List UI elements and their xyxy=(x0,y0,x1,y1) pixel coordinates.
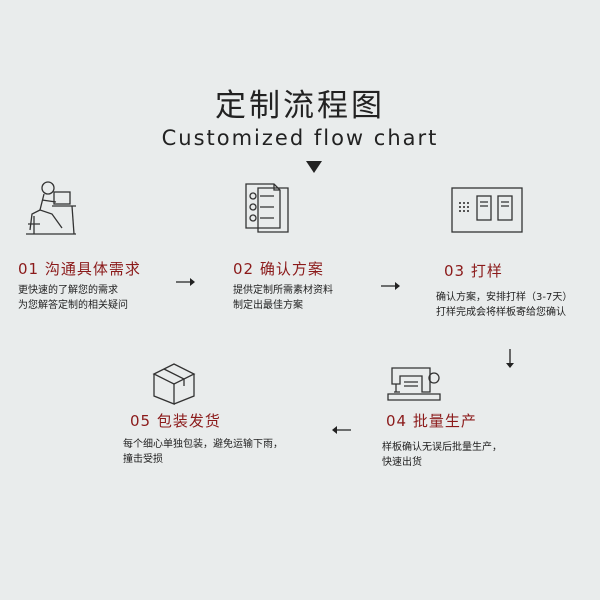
step-2-title: 02 确认方案 xyxy=(233,260,324,278)
sample-board-icon xyxy=(451,187,523,233)
step-1-title: 01 沟通具体需求 xyxy=(18,260,141,278)
sewing-machine-icon xyxy=(387,367,441,401)
step-4-title: 04 批量生产 xyxy=(386,412,477,430)
step-3-desc-line-1: 确认方案，安排打样（3-7天） xyxy=(436,292,573,303)
person-at-desk-icon xyxy=(26,181,76,235)
title-en: Customized flow chart xyxy=(161,126,439,150)
arrow-left-icon xyxy=(332,426,351,434)
arrow-right-icon xyxy=(176,278,195,286)
title-cn: 定制流程图 xyxy=(215,88,385,124)
step-3-title: 03 打样 xyxy=(444,262,503,280)
package-box-icon xyxy=(152,363,196,405)
step-1-desc-line-2: 为您解答定制的相关疑问 xyxy=(18,300,128,311)
step-5-desc-line-2: 撞击受损 xyxy=(123,454,163,465)
step-2-desc-line-2: 制定出最佳方案 xyxy=(233,300,303,311)
step-4-desc-line-1: 样板确认无误后批量生产， xyxy=(382,442,502,453)
step-1-desc-line-1: 更快速的了解您的需求 xyxy=(18,285,118,296)
step-4-desc-line-2: 快速出货 xyxy=(382,457,422,468)
step-5-desc-line-1: 每个细心单独包装，避免运输下雨， xyxy=(123,439,283,450)
down-triangle-icon xyxy=(306,161,322,173)
documents-checklist-icon xyxy=(245,183,289,233)
step-5-title: 05 包装发货 xyxy=(130,412,221,430)
arrow-right-icon xyxy=(381,282,400,290)
arrow-down-icon xyxy=(506,349,514,368)
step-3-desc-line-2: 打样完成会将样板寄给您确认 xyxy=(436,307,566,318)
step-2-desc-line-1: 提供定制所需素材资料 xyxy=(233,285,333,296)
